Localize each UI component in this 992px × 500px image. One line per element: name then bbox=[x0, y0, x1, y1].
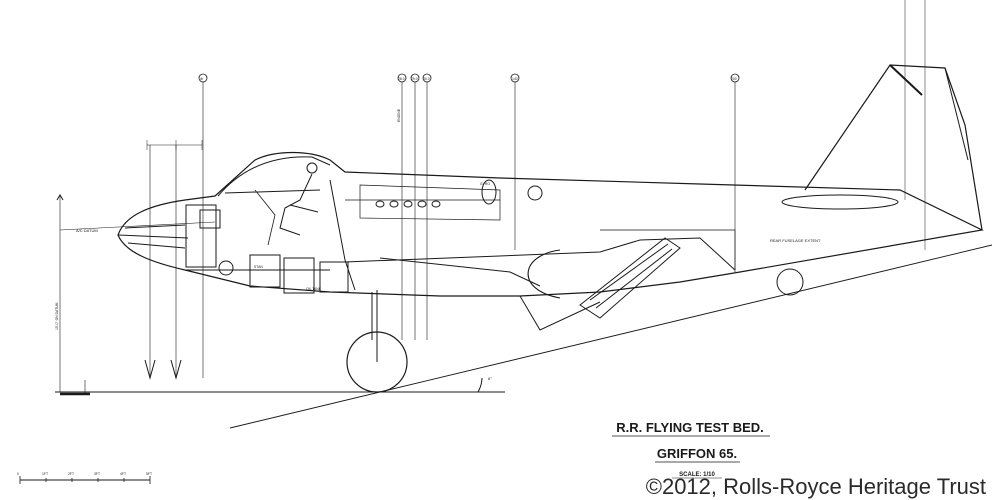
station-marker bbox=[397, 73, 407, 83]
scale-tick: 4FT bbox=[120, 472, 126, 476]
station-label: 200 bbox=[731, 77, 737, 81]
title-line-1: R.R. FLYING TEST BED. bbox=[616, 420, 764, 435]
station-label: 140 bbox=[512, 77, 518, 81]
station-marker bbox=[730, 73, 740, 83]
scale-tick: 5FT bbox=[146, 472, 152, 476]
scale-label: SCALE: 1/10 bbox=[679, 472, 715, 478]
scale-tick: 0 bbox=[17, 472, 19, 476]
ground-angle-label: 6° bbox=[488, 376, 492, 381]
ac-datum-label: A/C DATUM bbox=[76, 228, 98, 233]
copyright-watermark: ©2012, Rolls-Royce Heritage Trust bbox=[646, 474, 986, 499]
station-marker bbox=[422, 73, 432, 83]
scale-tick: 1FT bbox=[42, 472, 48, 476]
title-block: R.R. FLYING TEST BED. GRIFFON 65. SCALE:… bbox=[612, 420, 770, 479]
engine-label: ENGINE bbox=[397, 108, 401, 122]
scale-tick: 3FT bbox=[94, 472, 100, 476]
rear-fuselage-label: REAR FUSELAGE EXTENT bbox=[770, 238, 821, 243]
station-label: ⊕ bbox=[200, 77, 203, 81]
station-label: 30.0 bbox=[423, 77, 430, 81]
station-marker bbox=[198, 73, 208, 83]
scale-bar: 0 1FT 2FT 3FT 4FT 5FT bbox=[17, 472, 152, 484]
station-label: 28.0 bbox=[398, 77, 405, 81]
cockpit-label: STAN bbox=[254, 265, 263, 269]
station-labels: ⊕ 28.0 29.0 30.0 140 200 bbox=[200, 77, 737, 81]
station-marker bbox=[410, 73, 420, 83]
station-marker bbox=[510, 73, 520, 83]
station-label: 29.0 bbox=[411, 77, 418, 81]
oil-tank-label: OIL TANK bbox=[306, 287, 322, 291]
gyro-label: GYRO bbox=[480, 182, 490, 186]
scale-tick: 2FT bbox=[68, 472, 74, 476]
station-markers bbox=[198, 73, 740, 83]
title-line-2: GRIFFON 65. bbox=[657, 446, 737, 461]
nose-height-label: 15'-0" ON DATUM bbox=[55, 302, 59, 330]
aircraft-outline bbox=[55, 0, 992, 429]
